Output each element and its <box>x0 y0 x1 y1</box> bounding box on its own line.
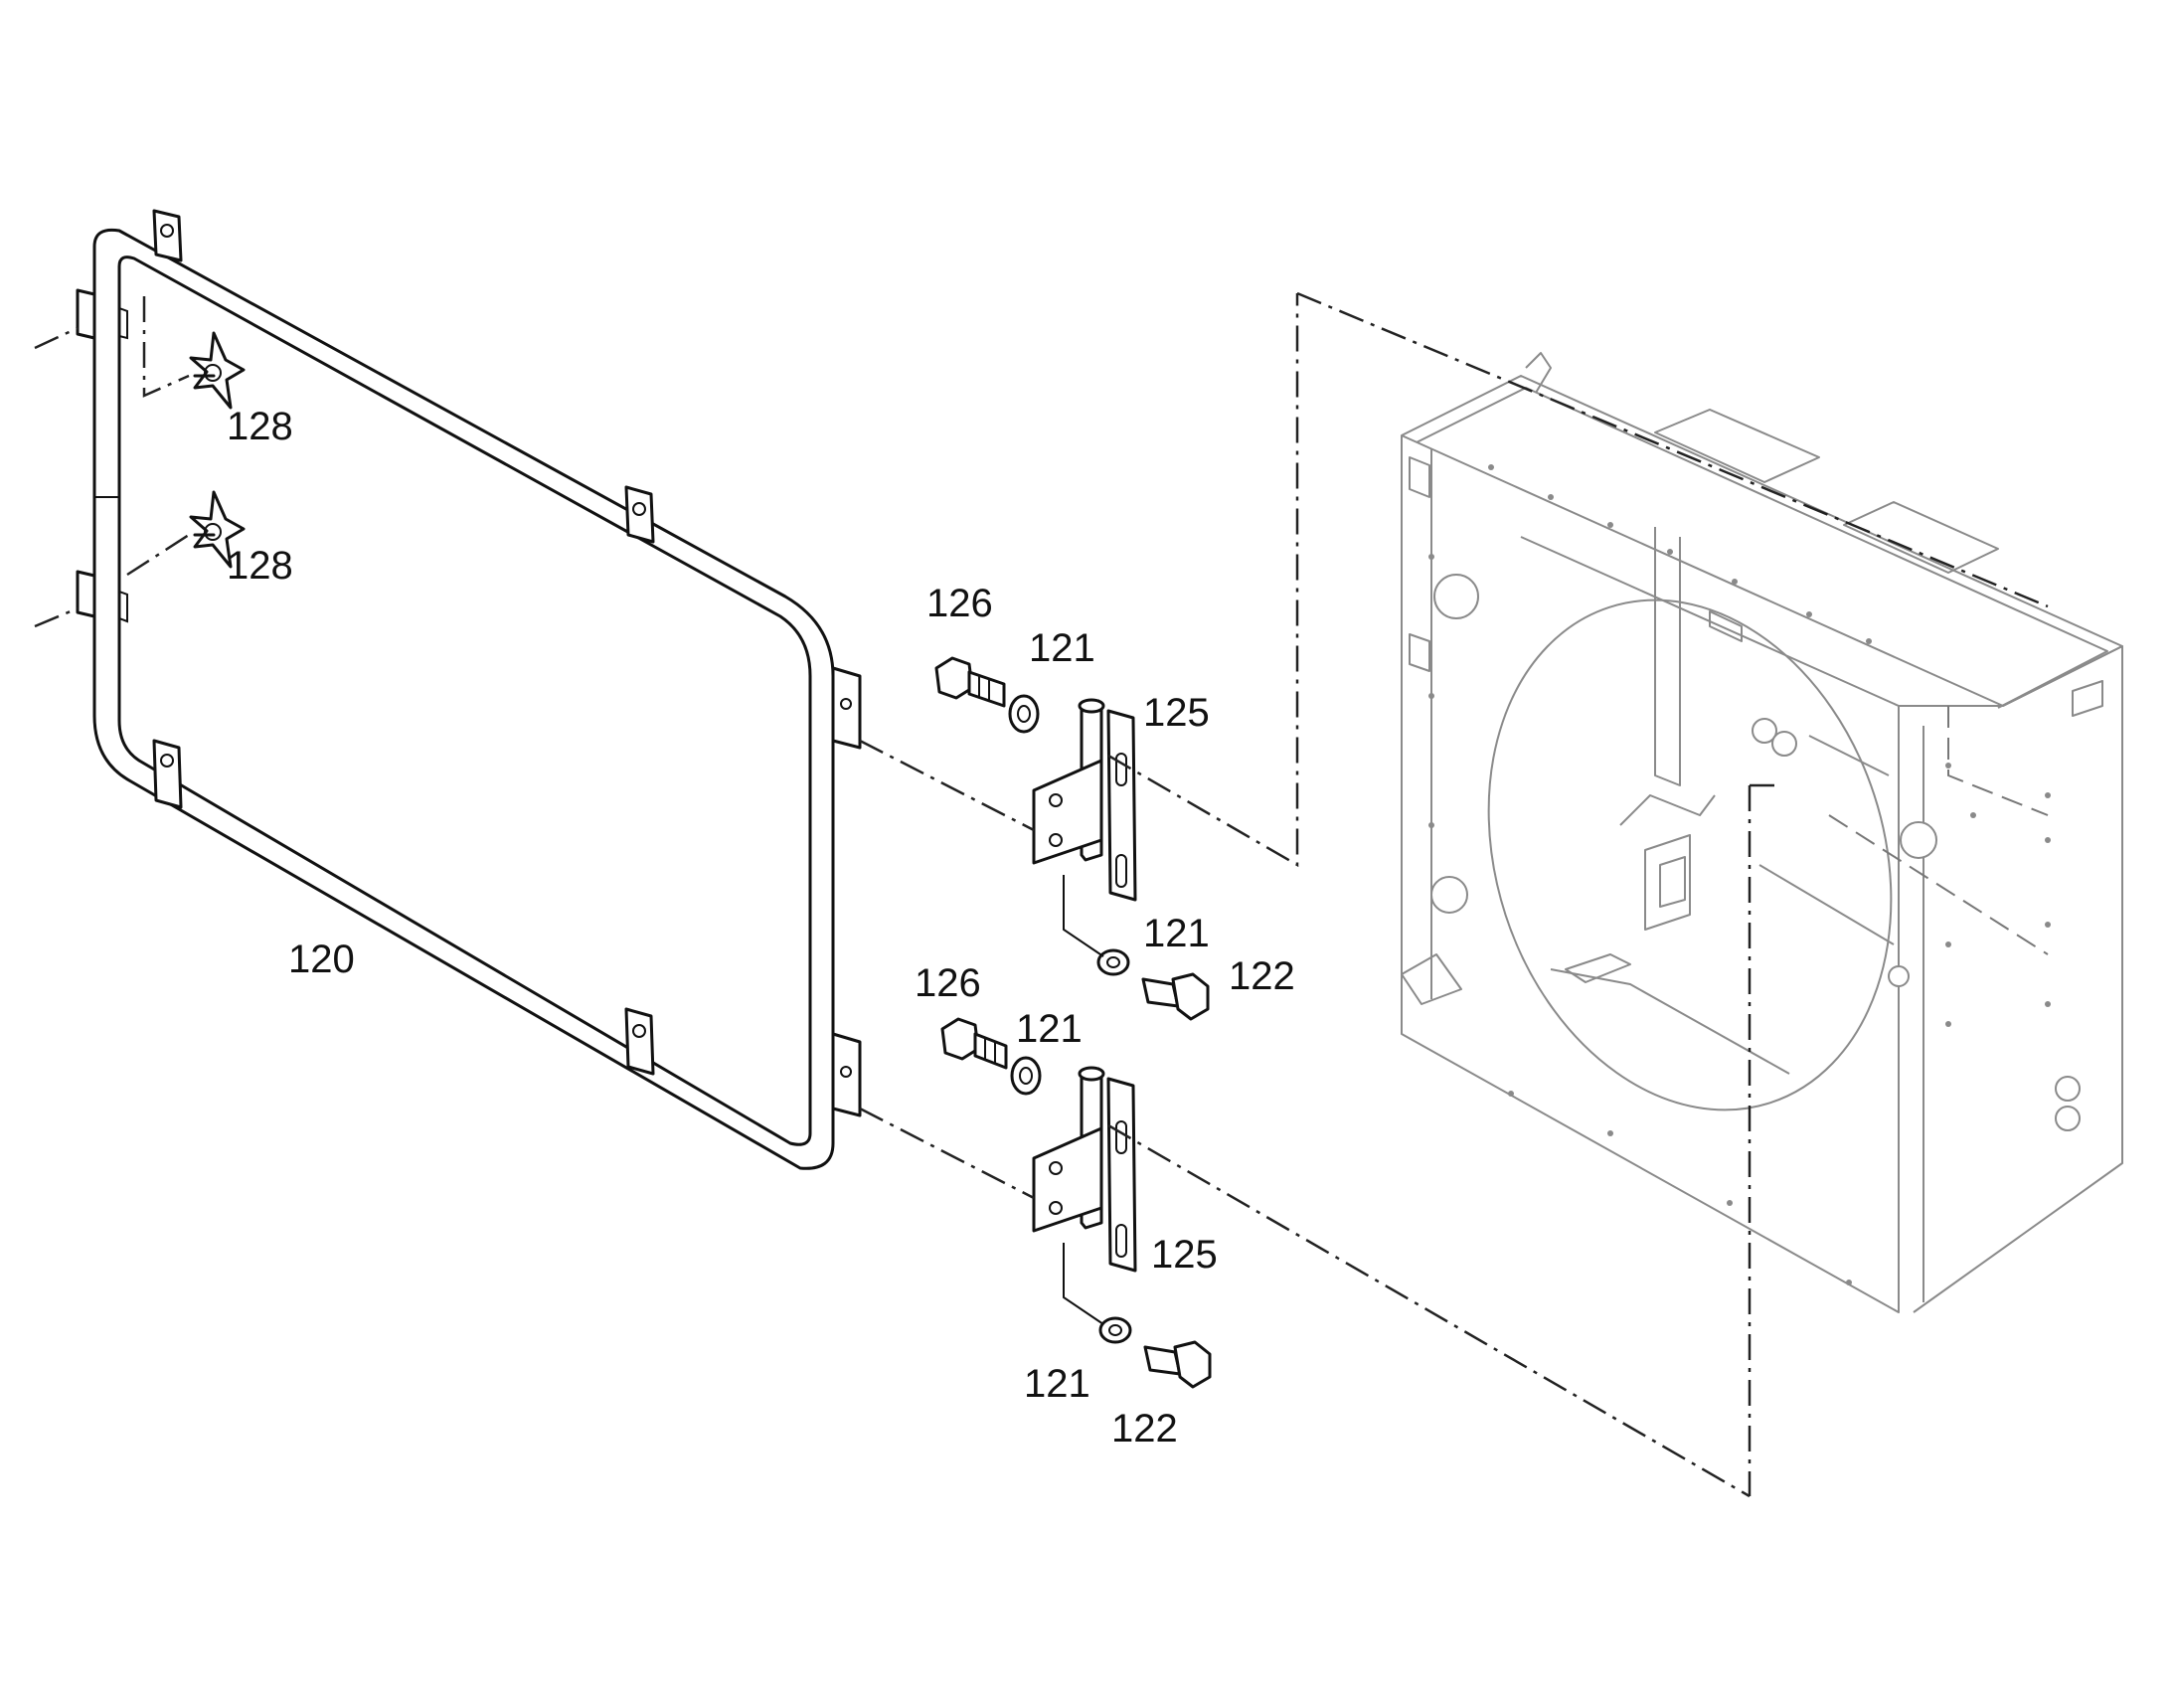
frame-clip-left-lower <box>152 739 183 809</box>
label-122-lower: 122 <box>1111 1407 1178 1451</box>
star-knob-upper <box>189 331 246 410</box>
label-121-upper-top: 121 <box>1029 626 1095 670</box>
washer-121-upper <box>1008 694 1040 734</box>
bolt-126-lower <box>940 1017 1008 1070</box>
washer-121-lower <box>1010 1056 1042 1096</box>
bolt-122-upper <box>1141 972 1210 1021</box>
label-121-lower-top: 121 <box>1016 1007 1083 1051</box>
label-126-lower: 126 <box>915 961 981 1005</box>
label-125-lower: 125 <box>1151 1233 1218 1277</box>
frame-clip-mid-top <box>624 485 655 544</box>
hinge-assembly-lower <box>859 1017 1751 1498</box>
bolt-122-lower <box>1143 1340 1212 1389</box>
bolt-126-upper <box>934 656 1006 708</box>
label-128-lower: 128 <box>227 544 293 588</box>
hinge-125-lower <box>1032 1066 1137 1273</box>
frame-clip-top-left <box>152 209 183 262</box>
frame-clip-mid-bottom <box>624 1007 655 1076</box>
label-122-upper: 122 <box>1229 954 1295 998</box>
washer-121-upper-lower <box>1096 948 1130 976</box>
hinge-assembly-upper <box>859 293 1299 1021</box>
label-120: 120 <box>288 938 355 981</box>
frame-knob-clip-lower <box>76 570 128 623</box>
housing-rivets <box>1428 464 2051 1285</box>
fan-shroud-housing <box>1401 352 2123 1313</box>
frame-knob-clip-upper <box>76 288 128 340</box>
star-knob-lower <box>189 490 246 569</box>
label-121-upper-bottom: 121 <box>1143 912 1210 955</box>
assembly-lines <box>1296 291 2049 1496</box>
label-121-lower-bottom: 121 <box>1024 1362 1090 1406</box>
frame-120 <box>76 209 862 1170</box>
frame-hinge-tab-lower <box>831 1032 862 1117</box>
label-125-upper: 125 <box>1143 691 1210 735</box>
label-128-upper: 128 <box>227 405 293 448</box>
label-126-upper: 126 <box>926 582 993 625</box>
hinge-125-upper <box>1032 698 1137 902</box>
knob-lead-lines <box>34 296 190 628</box>
washer-121-lower-lower <box>1098 1316 1132 1344</box>
frame-hinge-tab-upper <box>831 666 862 750</box>
